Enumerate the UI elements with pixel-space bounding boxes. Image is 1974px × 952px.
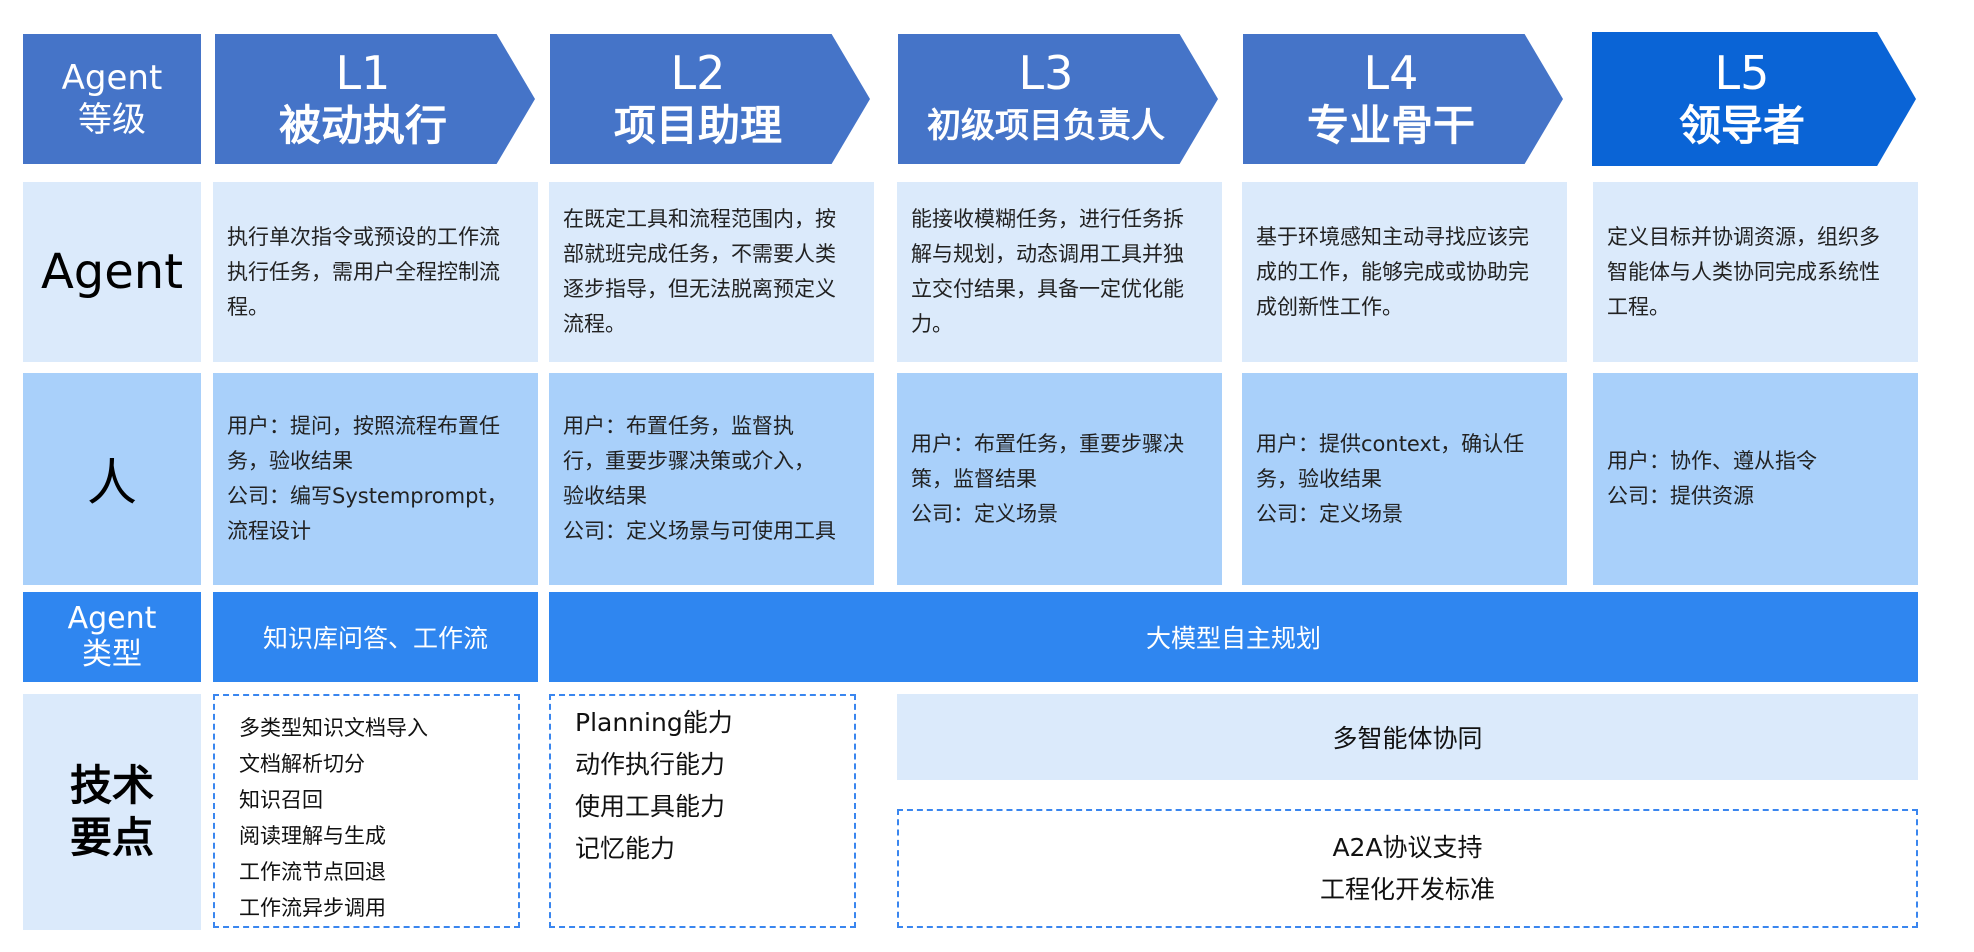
agent-type-l2-l5: 大模型自主规划 [549,592,1918,682]
row-label-agent-type-line2: 类型 [82,637,142,672]
agent-cell-l4: 基于环境感知主动寻找应该完 成的工作，能够完成或协助完 成创新性工作。 [1242,182,1567,362]
header-label-line2: 等级 [78,100,146,140]
level-l5-code: L5 [1714,46,1770,100]
level-l2-name: 项目助理 [613,101,782,150]
tech-l1-item: 工作流异步调用 [239,896,386,920]
header-label-line1: Agent [61,58,163,98]
human-cell-l4: 用户：提供context，确认任 务，验收结果 公司：定义场景 [1242,373,1567,585]
level-l3-name: 初级项目负责人 [927,106,1165,146]
tech-l2-item: 记忆能力 [575,834,676,863]
level-l4-header: L4 专业骨干 [1243,34,1563,164]
level-l4-code: L4 [1363,46,1419,100]
a2a-line2: 工程化开发标准 [1319,874,1495,904]
tech-l1-box: 多类型知识文档导入 文档解析切分 知识召回 阅读理解与生成 工作流节点回退 工作… [213,694,520,928]
level-l2-code: L2 [670,46,726,100]
agent-cell-l2: 在既定工具和流程范围内，按 部就班完成任务，不需要人类 逐步指导，但无法脱离预定… [549,182,874,362]
tech-l1-item: 文档解析切分 [239,752,365,776]
level-l3-header: L3 初级项目负责人 [898,34,1218,164]
level-l1-header: L1 被动执行 [215,34,535,164]
a2a-line1: A2A协议支持 [1332,832,1483,862]
tech-l1-item: 多类型知识文档导入 [239,716,428,740]
tech-l2-item: 使用工具能力 [575,792,726,821]
tech-l1-item: 阅读理解与生成 [239,824,386,848]
a2a-box: A2A协议支持 工程化开发标准 [897,809,1918,928]
level-l1-code: L1 [335,46,391,100]
agent-type-l2-l5-text: 大模型自主规划 [1145,624,1321,653]
row-label-agent-type-line1: Agent [67,601,157,636]
row-label-tech-line1: 技术 [69,761,154,810]
level-l4-name: 专业骨干 [1306,101,1475,150]
agent-cell-l5: 定义目标并协调资源，组织多 智能体与人类协同完成系统性 工程。 [1593,182,1918,362]
tech-l1-item: 工作流节点回退 [239,860,386,884]
row-label-agent: Agent [23,182,201,362]
header-label: Agent 等级 [23,34,201,164]
row-label-agent-type: Agent 类型 [23,592,201,682]
human-cell-l1: 用户：提问，按照流程布置任 务，验收结果 公司：编写Systemprompt， … [213,373,538,585]
human-cell-l5: 用户：协作、遵从指令 公司：提供资源 [1593,373,1918,585]
multi-agent-box: 多智能体协同 [897,694,1918,780]
row-label-agent-text: Agent [40,244,184,300]
agent-cell-l3: 能接收模糊任务，进行任务拆 解与规划，动态调用工具并独 立交付结果，具备一定优化… [897,182,1222,362]
row-label-tech: 技术 要点 [23,694,201,930]
tech-l2-list: Planning能力 动作执行能力 使用工具能力 记忆能力 [575,702,854,870]
level-l5-name: 领导者 [1678,101,1805,150]
level-l3-code: L3 [1018,46,1074,100]
tech-l2-item: 动作执行能力 [575,750,726,779]
agent-type-l1: 知识库问答、工作流 [213,592,538,682]
level-l1-name: 被动执行 [278,101,447,150]
level-l5-header: L5 领导者 [1592,32,1916,166]
row-label-tech-line2: 要点 [69,813,154,862]
level-l2-header: L2 项目助理 [550,34,870,164]
agent-type-l1-text: 知识库问答、工作流 [262,624,488,653]
human-cell-l3: 用户：布置任务，重要步骤决 策，监督结果 公司：定义场景 [897,373,1222,585]
agent-cell-l1: 执行单次指令或预设的工作流 执行任务，需用户全程控制流 程。 [213,182,538,362]
human-cell-l2: 用户：布置任务，监督执 行，重要步骤决策或介入， 验收结果 公司：定义场景与可使… [549,373,874,585]
multi-agent-text: 多智能体协同 [1332,724,1483,753]
tech-l2-item: Planning能力 [575,708,733,737]
tech-l1-list: 多类型知识文档导入 文档解析切分 知识召回 阅读理解与生成 工作流节点回退 工作… [239,710,518,926]
row-label-human-text: 人 [87,454,137,512]
row-label-human: 人 [23,373,201,585]
tech-l1-item: 知识召回 [239,788,323,812]
tech-l2-box: Planning能力 动作执行能力 使用工具能力 记忆能力 [549,694,856,928]
